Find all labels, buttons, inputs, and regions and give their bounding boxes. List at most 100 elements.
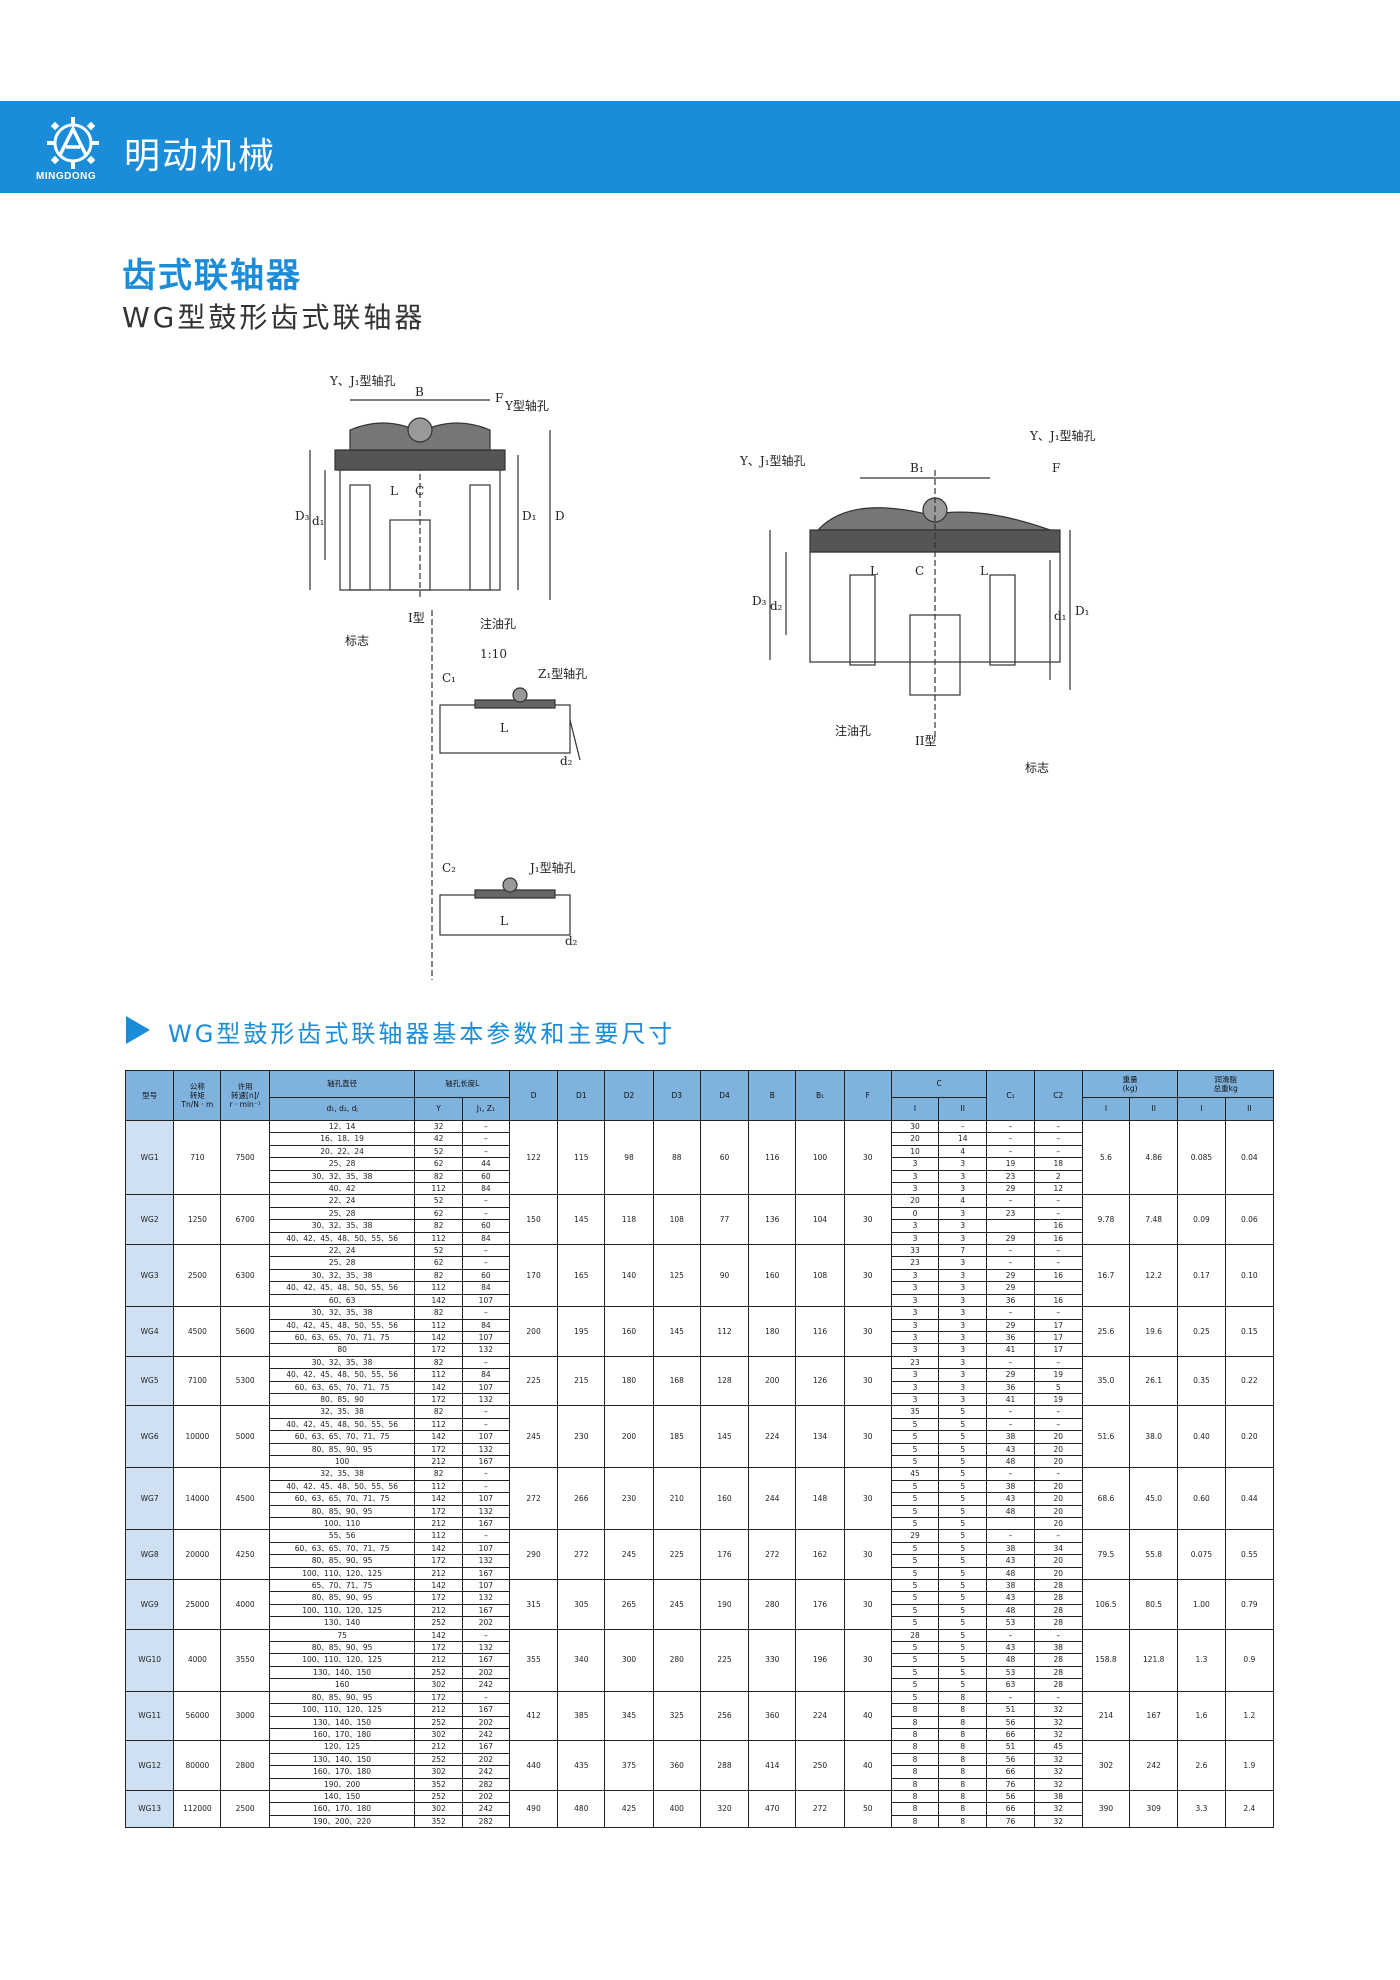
table-cell: 32 xyxy=(1033,1752,1083,1767)
table-cell: 38 xyxy=(986,1479,1035,1494)
table-cell: 148 xyxy=(795,1467,845,1531)
table-cell: 490 xyxy=(508,1789,559,1829)
table-cell: 282 xyxy=(461,1777,510,1791)
table-cell: 5 xyxy=(890,1616,940,1630)
table-cell: 4500 xyxy=(173,1306,222,1357)
table-cell: 32 xyxy=(1033,1727,1083,1742)
table-cell: 126 xyxy=(795,1355,845,1407)
table-cell: 302 xyxy=(1081,1740,1131,1791)
table-cell xyxy=(1033,1281,1083,1295)
table-cell: 50 xyxy=(843,1789,892,1829)
table-cell: 107 xyxy=(461,1330,510,1345)
table-cell: 20 xyxy=(890,1194,940,1208)
table-cell: 84 xyxy=(461,1182,510,1196)
table-cell: 120、125 xyxy=(268,1740,416,1754)
table-cell: 51 xyxy=(986,1703,1035,1717)
table-cell: 5 xyxy=(938,1454,988,1469)
table-cell: 29 xyxy=(986,1231,1035,1246)
label-D3-1: D₃ xyxy=(295,509,310,523)
table-cell: 116 xyxy=(795,1306,845,1357)
table-cell: 245 xyxy=(652,1579,701,1630)
label-B-1: B xyxy=(415,385,424,399)
table-cell: 3 xyxy=(890,1318,940,1332)
table-cell: 115 xyxy=(557,1119,606,1196)
table-cell: 33 xyxy=(890,1244,940,1258)
table-cell: 0.04 xyxy=(1224,1119,1275,1196)
table-cell: 75 xyxy=(268,1628,416,1643)
table-cell: 167 xyxy=(461,1740,510,1754)
table-cell: 16 xyxy=(1033,1219,1083,1233)
table-cell: 0.15 xyxy=(1224,1306,1275,1357)
table-cell: 160 xyxy=(699,1467,750,1531)
table-cell: 20 xyxy=(1033,1479,1083,1494)
table-cell: 3 xyxy=(938,1343,988,1357)
col-C1: C₁ xyxy=(986,1070,1035,1121)
table-cell: 0.60 xyxy=(1177,1467,1226,1531)
table-cell: – xyxy=(986,1119,1035,1134)
table-cell: 3 xyxy=(890,1157,940,1171)
table-cell: 14 xyxy=(938,1132,988,1146)
table-cell: 325 xyxy=(652,1690,701,1742)
label-d1-1: d₁ xyxy=(312,514,325,528)
table-cell: 25.6 xyxy=(1081,1306,1131,1357)
table-cell: 55.8 xyxy=(1129,1529,1179,1581)
table-cell: 425 xyxy=(604,1789,654,1829)
table-cell: 3 xyxy=(938,1182,988,1196)
table-cell: – xyxy=(1033,1628,1083,1643)
table-cell: 22、24 xyxy=(268,1244,416,1258)
table-cell: 77 xyxy=(699,1194,750,1246)
table-cell: – xyxy=(461,1467,510,1481)
table-cell: 7.48 xyxy=(1129,1194,1179,1246)
table-cell: – xyxy=(1033,1256,1083,1270)
table-cell: 7 xyxy=(938,1244,988,1258)
table-cell: 132 xyxy=(461,1554,510,1568)
model-cell: WG5 xyxy=(124,1355,175,1407)
table-cell: 180 xyxy=(604,1355,654,1407)
table-cell: 145 xyxy=(557,1194,606,1246)
table-cell: 40 xyxy=(843,1740,892,1791)
table-cell: 172 xyxy=(414,1442,463,1456)
table-cell: 132 xyxy=(461,1343,510,1357)
table-cell: 5 xyxy=(938,1603,988,1618)
table-cell: 52 xyxy=(414,1244,463,1258)
table-cell: 167 xyxy=(461,1566,510,1581)
table-cell: 8 xyxy=(938,1703,988,1717)
table-cell: 3 xyxy=(890,1380,940,1394)
page-title: 齿式联轴器 xyxy=(122,256,302,296)
table-cell: 60 xyxy=(699,1119,750,1196)
table-cell: 0.20 xyxy=(1224,1405,1275,1469)
table-cell: 176 xyxy=(795,1579,845,1630)
col-C-I: I xyxy=(890,1097,940,1121)
label-L-3: L xyxy=(980,564,988,578)
label-yj1-hole-1: Y、J₁型轴孔 xyxy=(329,373,396,388)
type-ii-figure: Y、J₁型轴孔 Y、J₁型轴孔 B₁ F L C L D₃ d₂ d₁ D₁ 注… xyxy=(739,428,1096,775)
table-cell: 112 xyxy=(414,1368,463,1382)
table-cell: 3 xyxy=(890,1268,940,1283)
table-cell: 0.17 xyxy=(1177,1244,1226,1308)
table-cell: 130、140、150 xyxy=(268,1665,416,1680)
table-cell: 76 xyxy=(986,1777,1035,1791)
col-C2: C2 xyxy=(1033,1070,1083,1121)
table-cell: 2500 xyxy=(173,1244,222,1308)
table-cell: 2500 xyxy=(220,1789,270,1829)
table-cell: 29 xyxy=(986,1268,1035,1283)
table-cell: 130、140、150 xyxy=(268,1752,416,1767)
table-cell: – xyxy=(461,1144,510,1159)
table-cell: 3 xyxy=(938,1157,988,1171)
table-cell: 63 xyxy=(986,1678,1035,1692)
table-cell: 3 xyxy=(890,1343,940,1357)
table-cell: 88 xyxy=(652,1119,701,1196)
